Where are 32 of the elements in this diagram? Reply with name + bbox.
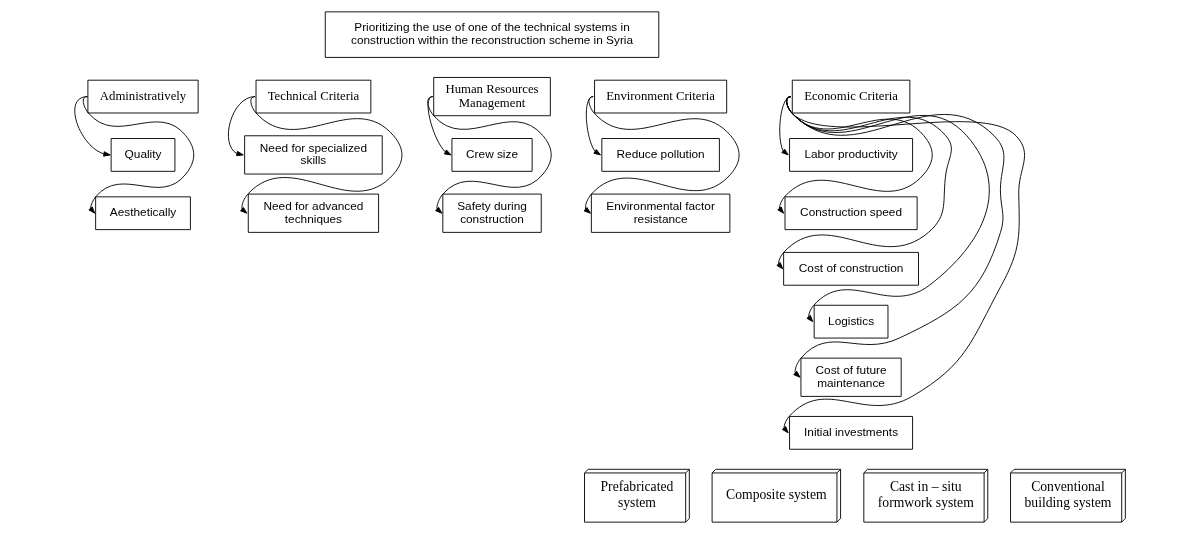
node-box: Cost of future maintenance (800, 357, 902, 397)
arrow (585, 96, 601, 156)
node-box: Prioritizing the use of one of the technical systems in construction within the reconstruction scheme in Syria (324, 11, 659, 58)
arrow (781, 96, 1025, 434)
arrow (426, 96, 552, 214)
node-box: Human Resources Management (432, 77, 551, 117)
arrow (227, 96, 256, 157)
arrow (776, 96, 933, 214)
node-box: Labor productivity (788, 138, 913, 172)
node-box: Aesthetically (94, 196, 191, 231)
arrow (73, 96, 111, 157)
arrow (239, 96, 402, 214)
node-box: Construction speed (784, 196, 918, 231)
node-box: Cost of construction (782, 251, 919, 286)
node-box: Safety during construction (441, 193, 542, 233)
node-box: Initial investments (788, 416, 913, 450)
node-box: Crew size (451, 138, 533, 172)
arrow (778, 96, 791, 156)
arrow (583, 96, 740, 214)
node-box: Technical Criteria (255, 79, 371, 114)
node-box: Environmental factor resistance (590, 193, 730, 233)
arrow (427, 96, 451, 156)
node-box: Logistics (813, 304, 888, 339)
node-box: Environment Criteria (593, 79, 727, 114)
node-box: Reduce pollution (600, 138, 720, 172)
node-box: Need for specialized skills (243, 135, 383, 175)
node-box: Economic Criteria (791, 79, 910, 114)
arrow (775, 96, 952, 270)
node-box: Administratively (86, 79, 199, 114)
arrow (82, 96, 194, 214)
node-box: Need for advanced techniques (247, 193, 379, 233)
node-box: Quality (110, 138, 175, 172)
